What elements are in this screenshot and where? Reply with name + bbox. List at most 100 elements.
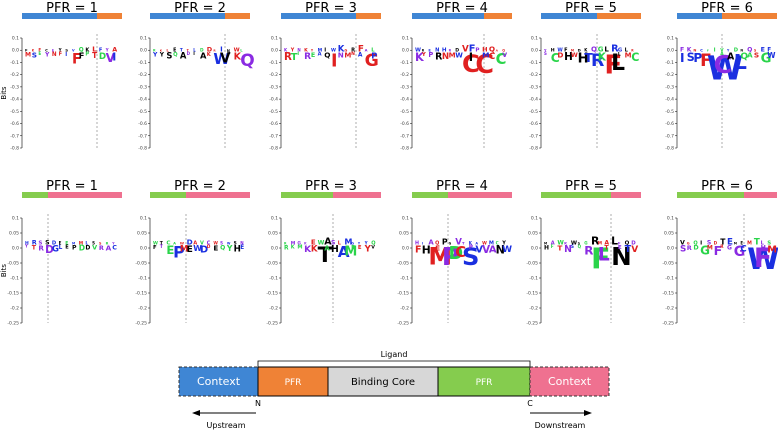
logo-letter: K xyxy=(291,244,295,250)
segment-context-upstream xyxy=(178,366,259,397)
logo-letter: S xyxy=(571,244,574,250)
y-tick-label: 0.05 xyxy=(268,231,278,237)
logo-letter: E xyxy=(761,46,765,53)
logo-letter: G xyxy=(344,48,347,52)
logo-letter: V xyxy=(462,44,469,54)
logo-letter: H xyxy=(442,47,447,53)
logo-letter: D xyxy=(693,244,698,252)
logo-letter: W xyxy=(502,245,512,255)
region-bar-right xyxy=(597,13,641,19)
logo-letter: N xyxy=(693,48,696,52)
y-tick-label: -0.1 xyxy=(269,60,278,66)
logo-letter: F xyxy=(767,47,771,53)
logo-letter: N xyxy=(338,51,344,60)
logo-letter: K xyxy=(687,46,692,53)
y-axis-title: Bits xyxy=(0,86,8,99)
segment-pfr-downstream xyxy=(437,366,531,397)
downstream-arrowhead-icon xyxy=(584,410,592,416)
logo-letter: Y xyxy=(290,47,295,53)
logo-letter: V xyxy=(482,244,490,256)
logo-letter: C xyxy=(700,47,703,52)
logo-letter: A xyxy=(720,51,724,57)
logo-letter: T xyxy=(604,244,609,251)
logo-letter: W xyxy=(571,52,578,59)
logo-letter: I xyxy=(193,51,195,57)
y-tick-label: 0.0 xyxy=(140,246,147,252)
logo-letter: L xyxy=(338,240,341,246)
logo-letter: D xyxy=(578,47,581,52)
logo-letter: Y xyxy=(58,47,62,52)
region-bar-right xyxy=(186,192,250,198)
y-tick-label: -0.05 xyxy=(397,261,409,267)
y-tick-label: -0.05 xyxy=(7,261,19,267)
logo-panel: PFR = 20.10.0-0.1-0.2-0.3-0.4-0.5-0.6-0.… xyxy=(138,1,255,152)
logo-letter: E xyxy=(52,48,54,52)
ligand-bracket xyxy=(257,360,531,367)
logo-letter: G xyxy=(727,244,732,251)
logo-letter: P xyxy=(693,51,702,65)
logo-letter: H xyxy=(761,245,766,252)
logo-letter: V xyxy=(475,245,483,256)
logo-letter: S xyxy=(754,48,757,52)
logo-letter: M xyxy=(344,244,357,259)
region-bar-right xyxy=(225,13,250,19)
y-tick-label: 0.0 xyxy=(667,48,674,54)
y-tick-label: -0.2 xyxy=(138,72,147,78)
y-tick-label: -0.15 xyxy=(7,291,19,297)
logo-letter: T xyxy=(720,237,726,246)
panel-title: PFR = 4 xyxy=(436,1,488,16)
y-tick-label: -0.8 xyxy=(269,146,278,152)
segment-label-pfr-upstream: PFR xyxy=(285,378,302,388)
region-bar-left xyxy=(541,192,611,198)
y-tick-label: -0.8 xyxy=(400,146,409,152)
logo-letter: L xyxy=(193,47,196,52)
logo-panel: PFR = 60.10.0-0.1-0.2-0.3-0.4-0.5-0.6-0.… xyxy=(665,1,777,152)
logo-panel: PFR = 30.10.0-0.1-0.2-0.3-0.4-0.5-0.6-0.… xyxy=(269,1,381,152)
logo-letter: K xyxy=(598,51,607,63)
logo-letter: A xyxy=(180,51,187,61)
logo-letter: F xyxy=(591,242,611,276)
y-tick-label: -0.15 xyxy=(135,291,147,297)
y-tick-label: -0.1 xyxy=(138,60,147,66)
logo-letter: F xyxy=(714,243,723,258)
y-tick-label: 0.0 xyxy=(667,246,674,252)
logo-letter: F xyxy=(99,47,103,53)
logo-letter: R xyxy=(591,51,604,71)
logo-letter: M xyxy=(767,245,777,256)
y-tick-label: -0.2 xyxy=(400,306,409,312)
logo-letter: V xyxy=(720,47,724,53)
logo-letter: M xyxy=(72,241,75,245)
logo-letter: V xyxy=(220,52,231,67)
segment-binding-core xyxy=(327,366,439,397)
region-bar-right xyxy=(611,192,641,198)
logo-letter: W xyxy=(318,239,325,246)
logo-letter: T xyxy=(92,51,98,60)
logo-letter: Q xyxy=(324,51,330,60)
logo-letter: Y xyxy=(726,48,730,52)
logo-letter: G xyxy=(297,240,301,246)
logo-letter: F xyxy=(707,48,709,52)
logo-letter: W xyxy=(193,244,202,253)
logo-letter: Y xyxy=(364,240,368,245)
logo-letter: R xyxy=(32,238,37,246)
logo-letter: W xyxy=(180,241,184,245)
y-tick-label: -0.2 xyxy=(400,72,409,78)
y-tick-label: -0.5 xyxy=(269,109,278,115)
logo-letter: Q xyxy=(173,52,178,58)
logo-panel: PFR = 40.10.050.0-0.05-0.1-0.15-0.2-0.25… xyxy=(397,179,512,327)
logo-letter: E xyxy=(65,240,68,246)
logo-letter: S xyxy=(707,239,711,246)
y-tick-label: -0.4 xyxy=(269,97,278,103)
logo-letter: L xyxy=(625,47,629,53)
logo-letter: P xyxy=(173,243,185,262)
y-tick-label: -0.2 xyxy=(269,72,278,78)
logo-letter: D xyxy=(187,51,191,56)
logo-letter: S xyxy=(578,241,581,245)
logo-letter: P xyxy=(227,52,231,58)
logo-letter: F xyxy=(564,47,568,53)
logo-letter: N xyxy=(740,48,743,52)
logo-letter: Y xyxy=(226,244,233,253)
logo-letter: R xyxy=(351,47,355,53)
y-tick-label: -0.7 xyxy=(269,133,278,139)
